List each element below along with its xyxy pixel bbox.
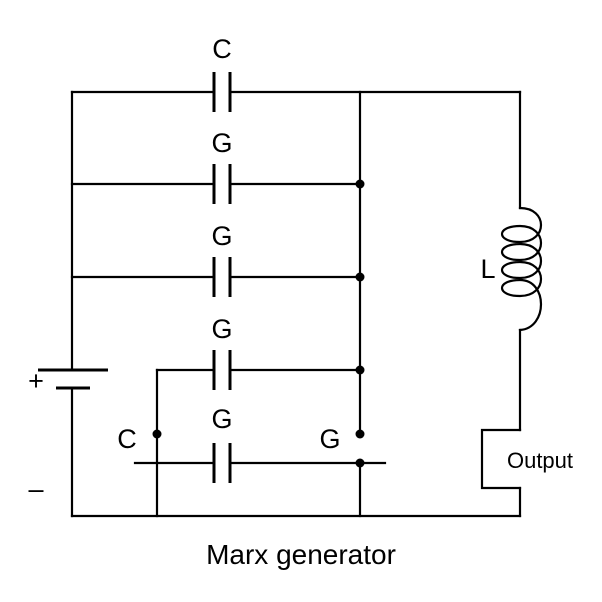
stage-2-gap-label: G (211, 221, 232, 251)
junction-dot (152, 429, 162, 439)
inductor-coil (500, 206, 543, 332)
stage-row-4 (133, 443, 387, 483)
left-capacitor-label: C (117, 424, 137, 454)
output-label: Output (507, 448, 573, 473)
battery (38, 368, 108, 390)
stage-row-1 (70, 164, 365, 204)
battery-plus-label: + (28, 366, 44, 396)
stage-row-3 (155, 350, 365, 390)
stage-1-gap-label: G (211, 128, 232, 158)
top-rail (70, 72, 522, 112)
stage-4-gap-label: G (211, 404, 232, 434)
output-terminal-box (480, 428, 522, 490)
spark-gap-dot (355, 429, 365, 439)
stage-3-gap-label: G (211, 314, 232, 344)
battery-minus-label: – (28, 474, 43, 504)
spark-gap-label: G (319, 424, 340, 454)
inductor-label: L (480, 254, 495, 284)
stage-row-2 (70, 257, 365, 297)
top-capacitor-label: C (212, 34, 232, 64)
diagram-title: Marx generator (206, 539, 396, 570)
